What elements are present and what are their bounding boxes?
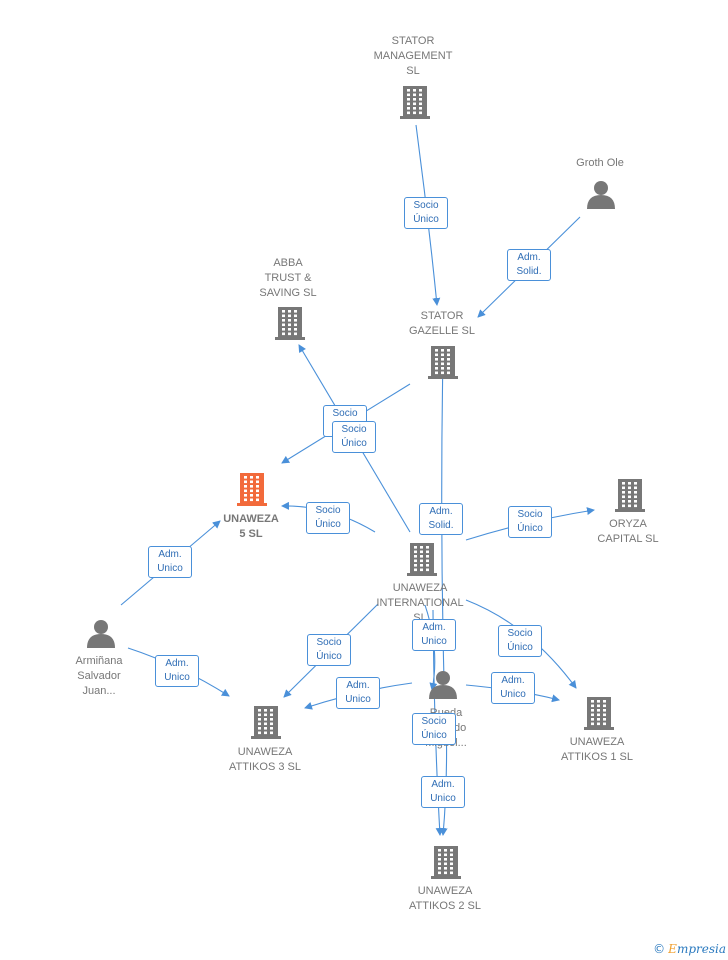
node-label: UNAWEZA ATTIKOS 2 SL bbox=[409, 885, 481, 912]
copyright-icon: © bbox=[653, 942, 666, 956]
relation-label[interactable]: Socio Único bbox=[307, 634, 351, 666]
node-unaweza-international[interactable]: UNAWEZA INTERNATIONAL SL bbox=[360, 581, 480, 626]
node-label: STATOR MANAGEMENT SL bbox=[373, 35, 453, 77]
relation-label[interactable]: Socio Único bbox=[306, 502, 350, 534]
node-label: Armiñana Salvador Juan... bbox=[75, 655, 123, 697]
relation-label[interactable]: Adm. Solid. bbox=[507, 249, 551, 281]
building-icon[interactable] bbox=[428, 346, 458, 379]
node-attikos1[interactable]: UNAWEZA ATTIKOS 1 SL bbox=[542, 735, 652, 765]
brand-logo-e: E bbox=[668, 942, 677, 956]
relation-label[interactable]: Adm. Unico bbox=[412, 619, 456, 651]
node-groth-ole[interactable]: Groth Ole bbox=[550, 156, 650, 171]
building-icon[interactable] bbox=[407, 543, 437, 576]
relation-label[interactable]: Adm. Unico bbox=[491, 672, 535, 704]
person-icon[interactable] bbox=[587, 181, 615, 209]
building-icon[interactable] bbox=[400, 86, 430, 119]
node-label: Groth Ole bbox=[576, 157, 624, 169]
node-label: ABBA TRUST & SAVING SL bbox=[259, 257, 317, 299]
node-attikos2[interactable]: UNAWEZA ATTIKOS 2 SL bbox=[390, 884, 500, 914]
relation-label[interactable]: Adm. Solid. bbox=[419, 503, 463, 535]
building-icon[interactable] bbox=[237, 473, 267, 506]
node-oryza[interactable]: ORYZA CAPITAL SL bbox=[578, 517, 678, 547]
relation-label[interactable]: Socio Único bbox=[404, 197, 448, 229]
building-icon[interactable] bbox=[431, 846, 461, 879]
relation-label[interactable]: Socio Único bbox=[498, 625, 542, 657]
node-abba[interactable]: ABBA TRUST & SAVING SL bbox=[238, 256, 338, 301]
node-label: UNAWEZA ATTIKOS 1 SL bbox=[561, 736, 633, 763]
person-icon[interactable] bbox=[429, 671, 457, 699]
building-icon[interactable] bbox=[251, 706, 281, 739]
building-icon[interactable] bbox=[615, 479, 645, 512]
relation-label[interactable]: Adm. Unico bbox=[148, 546, 192, 578]
building-icon[interactable] bbox=[275, 307, 305, 340]
relation-label[interactable]: Adm. Unico bbox=[421, 776, 465, 808]
relation-label[interactable]: Socio Único bbox=[332, 421, 376, 453]
node-stator-gazelle[interactable]: STATOR GAZELLE SL bbox=[392, 309, 492, 339]
person-icon[interactable] bbox=[87, 620, 115, 648]
relation-label[interactable]: Adm. Unico bbox=[155, 655, 199, 687]
brand-name: mpresia bbox=[676, 942, 726, 956]
node-unaweza5[interactable]: UNAWEZA 5 SL bbox=[201, 512, 301, 542]
brand-footer[interactable]: ©Empresia bbox=[653, 942, 726, 956]
node-label: UNAWEZA 5 SL bbox=[223, 513, 279, 540]
node-label: UNAWEZA INTERNATIONAL SL bbox=[376, 582, 464, 624]
node-armiñana[interactable]: Armiñana Salvador Juan... bbox=[49, 654, 149, 699]
node-label: STATOR GAZELLE SL bbox=[408, 310, 476, 337]
relation-label[interactable]: Socio Único bbox=[508, 506, 552, 538]
node-stator-management[interactable]: STATOR MANAGEMENT SL bbox=[358, 34, 468, 79]
node-label: ORYZA CAPITAL SL bbox=[597, 518, 659, 545]
relation-label[interactable]: Socio Único bbox=[412, 713, 456, 745]
building-icon[interactable] bbox=[584, 697, 614, 730]
node-attikos3[interactable]: UNAWEZA ATTIKOS 3 SL bbox=[210, 745, 320, 775]
relation-label[interactable]: Adm. Unico bbox=[336, 677, 380, 709]
node-label: UNAWEZA ATTIKOS 3 SL bbox=[229, 746, 301, 773]
